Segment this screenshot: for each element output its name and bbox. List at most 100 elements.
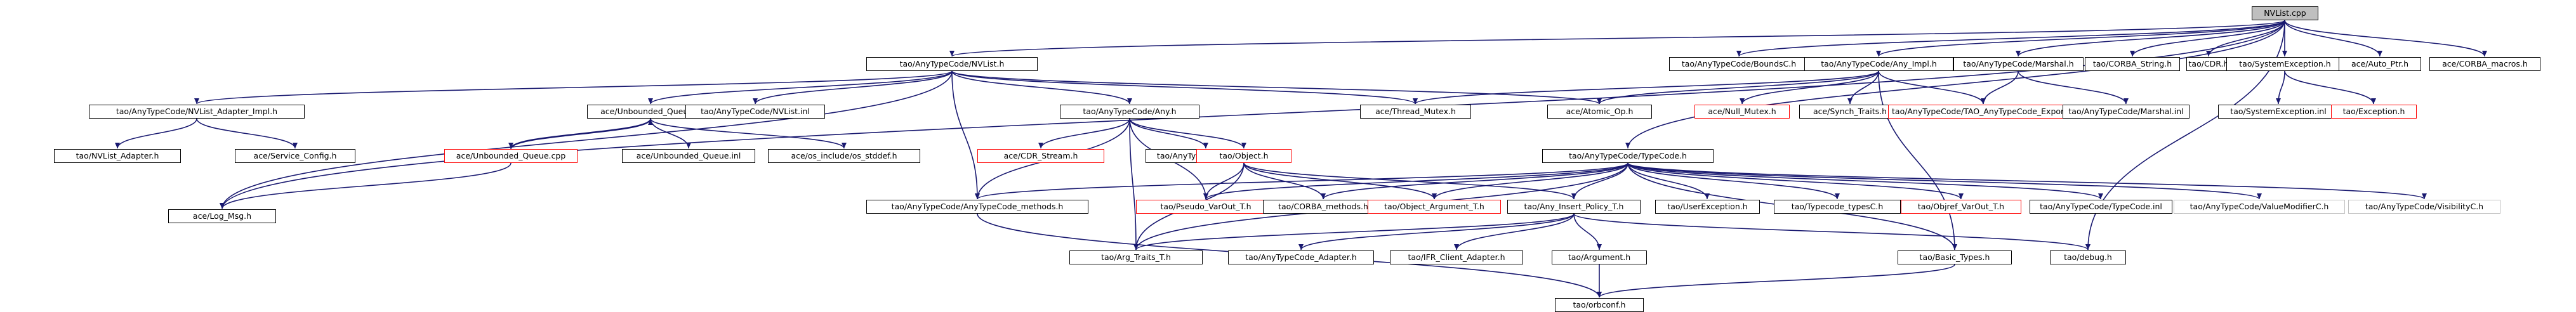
- node-adapter-impl[interactable]: tao/AnyTypeCode/NVList_Adapter_Impl.h: [89, 105, 305, 119]
- node-any-insert[interactable]: tao/Any_Insert_Policy_T.h: [1507, 200, 1641, 214]
- node-visibility[interactable]: tao/AnyTypeCode/VisibilityC.h: [2348, 200, 2500, 214]
- arrowhead-unb_queue_cpp-to-log_msg: [220, 203, 225, 209]
- arrowhead-nvlist_h-to-nvlist_inl: [753, 98, 758, 104]
- edge-any_h-to-arg_traits: [1129, 118, 1137, 250]
- node-user-exc[interactable]: tao/UserException.h: [1655, 200, 1760, 214]
- arrowhead-any_impl-to-synch_traits: [1847, 98, 1853, 104]
- arrowhead-any_insert-to-atc_adapter: [1298, 244, 1304, 250]
- edge-typecode_h-to-typecode_inl: [1627, 162, 2101, 200]
- edge-nvlist_cpp-to-typecode_h: [1627, 20, 2285, 149]
- node-cdr[interactable]: tao/CDR.h: [2186, 57, 2231, 71]
- edge-unb_queue-to-unb_queue_cpp: [510, 118, 651, 149]
- node-nvlist-inl[interactable]: tao/AnyTypeCode/NVList.inl: [685, 105, 825, 119]
- node-arg-traits[interactable]: tao/Arg_Traits_T.h: [1069, 250, 1203, 264]
- arrowhead-typecode_h-to-corba_methods: [1321, 193, 1326, 199]
- node-any-impl[interactable]: tao/AnyTypeCode/Any_Impl.h: [1804, 57, 1953, 71]
- node-marshal-inl[interactable]: tao/AnyTypeCode/Marshal.inl: [2063, 105, 2190, 119]
- node-cdr-stream[interactable]: ace/CDR_Stream.h: [977, 149, 1104, 163]
- node-basic-types[interactable]: tao/Basic_Types.h: [1898, 250, 2012, 264]
- edge-nvlist_h-to-log_msg: [221, 70, 953, 209]
- edge-unb_queue-to-os_stddef: [650, 118, 845, 149]
- node-ifr-adapter[interactable]: tao/IFR_Client_Adapter.h: [1390, 250, 1523, 264]
- edge-any_impl-to-basic_types: [1878, 70, 1955, 250]
- arrowhead-adapter_impl-to-service_config: [293, 143, 298, 148]
- edge-any_insert-to-debug_h: [1573, 213, 2089, 250]
- node-corba-macros[interactable]: ace/CORBA_macros.h: [2429, 57, 2540, 71]
- edge-any_insert-to-arg_traits: [1135, 213, 1575, 250]
- edge-any_insert-to-atc_adapter: [1300, 213, 1575, 250]
- arrowhead-any_insert-to-debug_h: [2085, 244, 2091, 250]
- edge-object_h-to-pseudo_varout: [1205, 162, 1245, 200]
- edge-any_h-to-cdr_stream: [1040, 118, 1130, 149]
- node-atc-methods[interactable]: tao/AnyTypeCode/AnyTypeCode_methods.h: [866, 200, 1088, 214]
- edge-marshal_h-to-marshal_inl: [2018, 70, 2127, 105]
- edge-any_impl-to-thread_mutex: [1415, 70, 1879, 105]
- arrowhead-nvlist_cpp-to-typecode_h: [1625, 143, 1630, 148]
- node-synch-traits[interactable]: ace/Synch_Traits.h: [1799, 105, 1901, 119]
- edge-sysexc-to-exception_h: [2284, 70, 2374, 105]
- edge-nvlist_h-to-thread_mutex: [951, 70, 1416, 105]
- arrowhead-any_insert-to-ifr_adapter: [1454, 244, 1459, 250]
- node-typecode-h[interactable]: tao/AnyTypeCode/TypeCode.h: [1542, 149, 1714, 163]
- edge-nvlist_cpp-to-corba_macros: [2284, 20, 2485, 57]
- node-corba-string[interactable]: tao/CORBA_String.h: [2085, 57, 2180, 71]
- node-debug-h[interactable]: tao/debug.h: [2050, 250, 2126, 264]
- edge-nvlist_cpp-to-boundsc: [1738, 20, 2285, 57]
- arrowhead-sysexc-to-exception_h: [2371, 98, 2376, 104]
- node-atomic-op[interactable]: ace/Atomic_Op.h: [1547, 105, 1652, 119]
- node-atc-adapter[interactable]: tao/AnyTypeCode_Adapter.h: [1228, 250, 1374, 264]
- arrowhead-nvlist_cpp-to-corba_string: [2130, 51, 2135, 56]
- node-unb-queue[interactable]: ace/Unbounded_Queue.h: [587, 105, 714, 119]
- edge-adapter_impl-to-service_config: [196, 118, 296, 149]
- arrowhead-typecode_h-to-basic_types: [1952, 244, 1957, 250]
- node-thread-mutex[interactable]: ace/Thread_Mutex.h: [1360, 105, 1471, 119]
- arrowhead-nvlist_cpp-to-sysexc: [2282, 51, 2287, 56]
- node-os-stddef[interactable]: ace/os_include/os_stddef.h: [768, 149, 920, 163]
- edge-nvlist_cpp-to-auto_ptr: [2284, 20, 2381, 57]
- node-object-argument[interactable]: tao/Object_Argument_T.h: [1368, 200, 1501, 214]
- edge-nvlist_h-to-atomic_op: [951, 70, 1600, 105]
- arrowhead-marshal_h-to-marshal_inl: [2124, 98, 2129, 104]
- arrowhead-nvlist_cpp-to-auto_ptr: [2377, 51, 2382, 56]
- node-corba-methods[interactable]: tao/CORBA_methods.h: [1263, 200, 1384, 214]
- arrowhead-typecode_h-to-visibility: [2422, 193, 2427, 199]
- node-valuemod[interactable]: tao/AnyTypeCode/ValueModifierC.h: [2174, 200, 2345, 214]
- node-sysexc[interactable]: tao/SystemException.h: [2226, 57, 2344, 71]
- node-sysexc-inl[interactable]: tao/SystemException.inl: [2218, 105, 2339, 119]
- node-auto-ptr[interactable]: ace/Auto_Ptr.h: [2339, 57, 2421, 71]
- node-boundsc[interactable]: tao/AnyTypeCode/BoundsC.h: [1669, 57, 1809, 71]
- edge-any_impl-to-null_mutex: [1741, 70, 1879, 105]
- node-typecode-inl[interactable]: tao/AnyTypeCode/TypeCode.inl: [2030, 200, 2172, 214]
- node-export-h[interactable]: tao/AnyTypeCode/TAO_AnyTypeCode_Export.h: [1888, 105, 2078, 119]
- arrowhead-adapter_impl-to-nvlist_adapter: [115, 143, 120, 148]
- node-log-msg[interactable]: ace/Log_Msg.h: [168, 209, 276, 223]
- node-unb-queue-cpp[interactable]: ace/Unbounded_Queue.cpp: [444, 149, 578, 163]
- node-marshal-h[interactable]: tao/AnyTypeCode/Marshal.h: [1953, 57, 2084, 71]
- node-argument[interactable]: tao/Argument.h: [1552, 250, 1647, 264]
- arrowhead-unb_queue-to-unb_queue_cpp: [508, 143, 513, 148]
- edge-any_impl-to-export_h: [1878, 70, 1984, 105]
- node-null-mutex[interactable]: ace/Null_Mutex.h: [1694, 105, 1790, 119]
- node-object-h[interactable]: tao/Object.h: [1196, 149, 1291, 163]
- arrowhead-typecode_h-to-atc_methods: [975, 193, 980, 199]
- node-any-h[interactable]: tao/AnyTypeCode/Any.h: [1060, 105, 1199, 119]
- node-pseudo-varout[interactable]: tao/Pseudo_VarOut_T.h: [1136, 200, 1276, 214]
- arrowhead-any_insert-to-argument: [1597, 244, 1602, 250]
- edge-basic_types-to-orbconf: [1599, 264, 1955, 298]
- arrowhead-nvlist_h-to-unb_queue: [648, 98, 653, 104]
- node-nvlist-h[interactable]: tao/AnyTypeCode/NVList.h: [866, 57, 1038, 71]
- edge-typecode_h-to-visibility: [1627, 162, 2425, 200]
- node-unb-queue-inl[interactable]: ace/Unbounded_Queue.inl: [622, 149, 755, 163]
- edge-marshal_h-to-export_h: [1983, 70, 2019, 105]
- edge-typecode_h-to-atc_methods: [977, 162, 1628, 200]
- node-exception-h[interactable]: tao/Exception.h: [2331, 105, 2417, 119]
- node-orbconf[interactable]: tao/orbconf.h: [1555, 298, 1644, 312]
- node-objref-varout[interactable]: tao/Objref_VarOut_T.h: [1901, 200, 2021, 214]
- node-service-config[interactable]: ace/Service_Config.h: [235, 149, 355, 163]
- node-typecode-types[interactable]: tao/Typecode_typesC.h: [1774, 200, 1901, 214]
- node-nvlist-adapter[interactable]: tao/NVList_Adapter.h: [54, 149, 181, 163]
- arrowhead-nvlist_cpp-to-boundsc: [1736, 51, 1741, 56]
- arrowhead-nvlist_cpp-to-corba_macros: [2482, 51, 2487, 56]
- edge-nvlist_h-to-atc_methods: [951, 70, 978, 200]
